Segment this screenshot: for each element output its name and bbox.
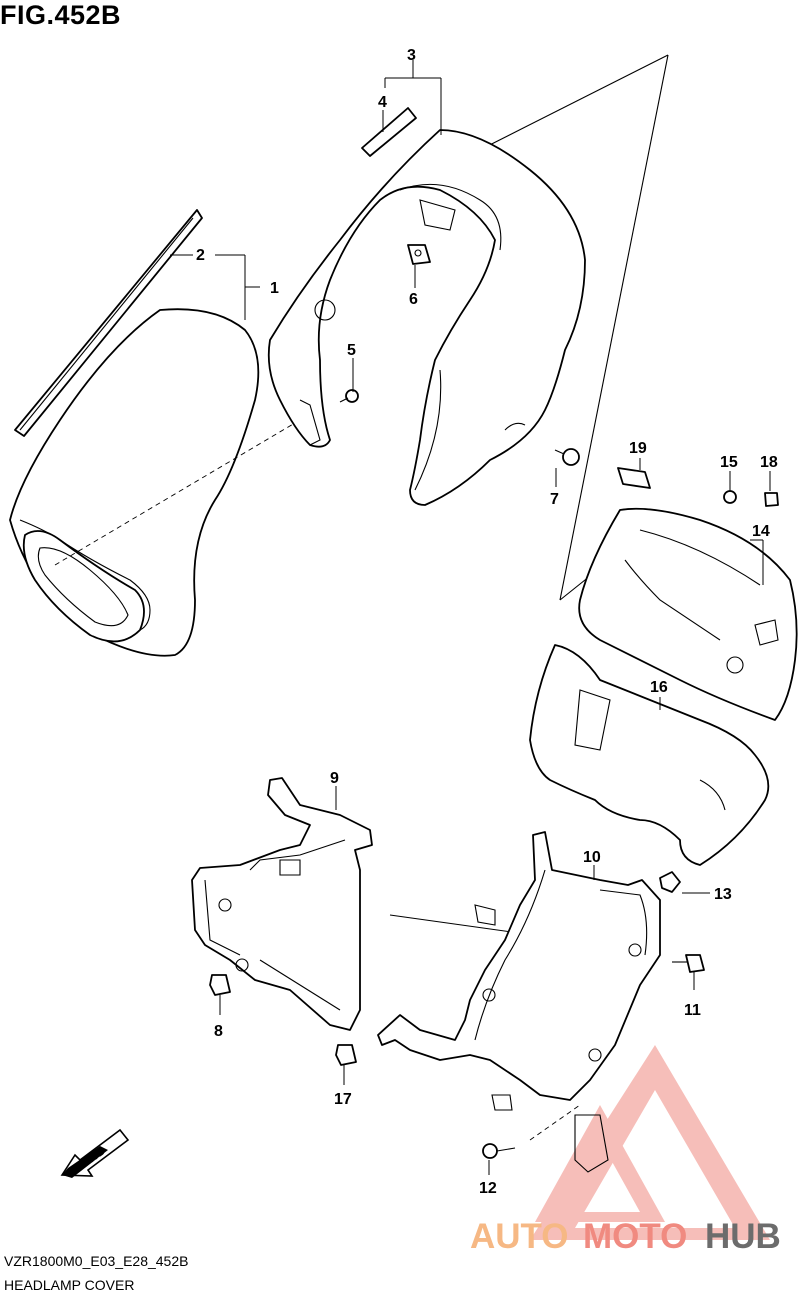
- part-19-pad: [617, 467, 651, 489]
- watermark-text: AUTO MOTO HUB: [470, 1217, 781, 1256]
- part-10-main-stay: [377, 831, 661, 1173]
- callout-14: 14: [752, 523, 770, 540]
- part-9-bracket: [191, 777, 641, 1031]
- watermark-hub: HUB: [705, 1217, 781, 1256]
- callout-17: 17: [334, 1091, 352, 1108]
- part-15-grommet: [723, 490, 737, 504]
- leader-lines: [170, 60, 771, 1175]
- part-11-bolt: [672, 954, 705, 973]
- callout-2: 2: [196, 247, 205, 264]
- part-14-inner-cover: [578, 507, 798, 721]
- part-13-clip: [659, 871, 681, 893]
- part-4-small-strip: [361, 107, 417, 157]
- part-2-trim-strip: [14, 209, 203, 437]
- callout-10: 10: [583, 849, 601, 866]
- part-1-front-cover: [9, 308, 301, 657]
- callout-1: 1: [270, 280, 279, 297]
- figure-caption: HEADLAMP COVER: [4, 1277, 135, 1293]
- figure-code: VZR1800M0_E03_E28_452B: [4, 1253, 189, 1269]
- callout-3: 3: [407, 47, 416, 64]
- fwd-arrow-icon: FWD: [60, 1128, 130, 1178]
- callout-9: 9: [330, 770, 339, 787]
- callout-13: 13: [714, 886, 732, 903]
- part-7-bolt: [554, 448, 580, 466]
- part-18-nut: [764, 492, 779, 507]
- callout-5: 5: [347, 342, 356, 359]
- callout-19: 19: [629, 440, 647, 457]
- figure-title: FIG.452B: [0, 0, 122, 30]
- watermark-moto: MOTO: [583, 1217, 687, 1256]
- part-3-headlamp-housing: [267, 129, 586, 506]
- part-12-bolt: [482, 1143, 516, 1159]
- callout-16: 16: [650, 679, 668, 696]
- callout-11: 11: [684, 1002, 701, 1019]
- part-16-inner-panel: [529, 644, 770, 866]
- callout-12: 12: [479, 1180, 497, 1197]
- watermark-logo-triangle: [530, 1045, 770, 1240]
- callout-7: 7: [550, 491, 559, 508]
- watermark-auto: AUTO: [470, 1217, 569, 1256]
- callout-8: 8: [214, 1023, 223, 1040]
- part-17-grommet: [335, 1044, 357, 1066]
- part-5-screw: [339, 389, 359, 403]
- part-8-grommet: [209, 974, 231, 996]
- callout-18: 18: [760, 454, 778, 471]
- callout-15: 15: [720, 454, 738, 471]
- callout-numbers: 1 2 3 4 5 6 7 8 9 10 11 12 13 14 15 16 1…: [196, 47, 778, 1197]
- part-6-clip-nut: [407, 244, 431, 265]
- callout-4: 4: [378, 94, 387, 111]
- callout-6: 6: [409, 291, 418, 308]
